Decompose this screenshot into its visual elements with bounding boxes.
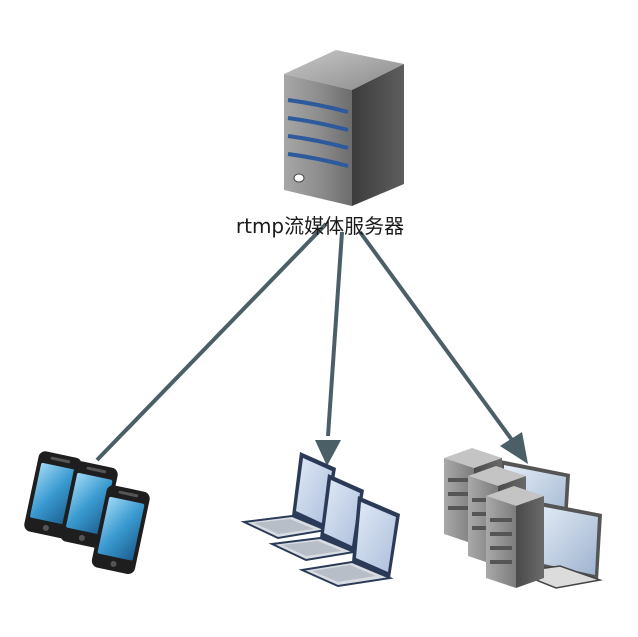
tower-server-icon bbox=[284, 50, 404, 206]
arrowhead-laptops bbox=[315, 440, 341, 466]
connector-to-phones bbox=[95, 222, 328, 462]
desktop-servers-icon bbox=[444, 448, 603, 589]
mobile-phones-icon bbox=[24, 451, 150, 575]
connectors bbox=[95, 222, 528, 466]
connector-to-servers bbox=[358, 230, 514, 442]
arrowhead-servers bbox=[500, 432, 528, 464]
server-label: rtmp流媒体服务器 bbox=[235, 214, 405, 238]
connector-to-laptops bbox=[326, 231, 344, 437]
laptops-icon bbox=[240, 452, 400, 588]
